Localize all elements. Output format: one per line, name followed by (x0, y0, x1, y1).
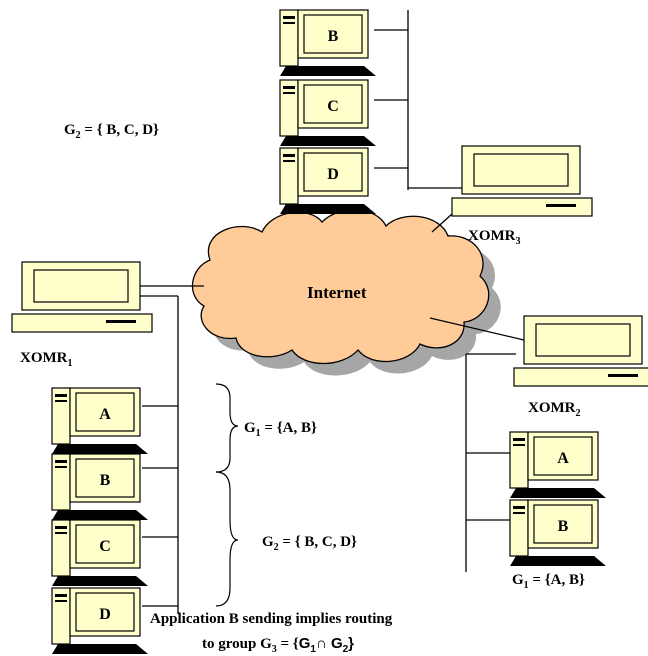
terminal-left-c: C (51, 519, 149, 587)
router-xomr1 (11, 261, 153, 333)
group-label-g2-top: G2 = { B, C, D} (64, 122, 159, 141)
terminal-label: A (99, 406, 111, 423)
left-lan: XOMR1 A B C D (11, 261, 239, 655)
terminal-top-d: D (279, 147, 377, 215)
caption-line-1: Application B sending implies routing (150, 611, 393, 627)
router-xomr3-label: XOMR3 (468, 228, 521, 247)
terminal-label: B (328, 28, 339, 45)
terminal-label: B (558, 518, 569, 535)
terminal-top-c: C (279, 79, 377, 147)
terminal-left-d: D (51, 587, 149, 655)
terminal-right-b: B (509, 499, 607, 567)
group-label-g1-mid: G1 = {A, B} (244, 420, 317, 439)
terminal-label: A (557, 450, 569, 467)
terminal-top-b: B (279, 9, 377, 77)
terminal-label: C (327, 98, 339, 115)
brace-g2 (215, 471, 239, 607)
router-xomr2-label: XOMR2 (528, 400, 581, 419)
router-xomr3 (451, 145, 593, 217)
right-lan: XOMR2 A B (429, 315, 648, 572)
internet-cloud: Internet (191, 209, 501, 376)
terminal-label: C (99, 538, 111, 555)
brace-g1 (215, 383, 239, 473)
top-lan: B C D XOMR3 (279, 9, 593, 247)
terminal-left-a: A (51, 387, 149, 455)
group-label-g2-mid: G2 = { B, C, D} (262, 534, 357, 553)
router-xomr2 (513, 315, 648, 387)
terminal-label: B (100, 472, 111, 489)
group-label-g1-right: G1 = {A, B} (512, 572, 585, 591)
terminal-label: D (99, 606, 111, 623)
caption-line-2: to group G3 = {G1∩ G2} (202, 635, 354, 655)
terminal-left-b: B (51, 453, 149, 521)
terminal-right-a: A (509, 431, 607, 499)
router-xomr1-label: XOMR1 (20, 350, 73, 369)
terminal-label: D (327, 166, 339, 183)
internet-label: Internet (307, 283, 367, 302)
